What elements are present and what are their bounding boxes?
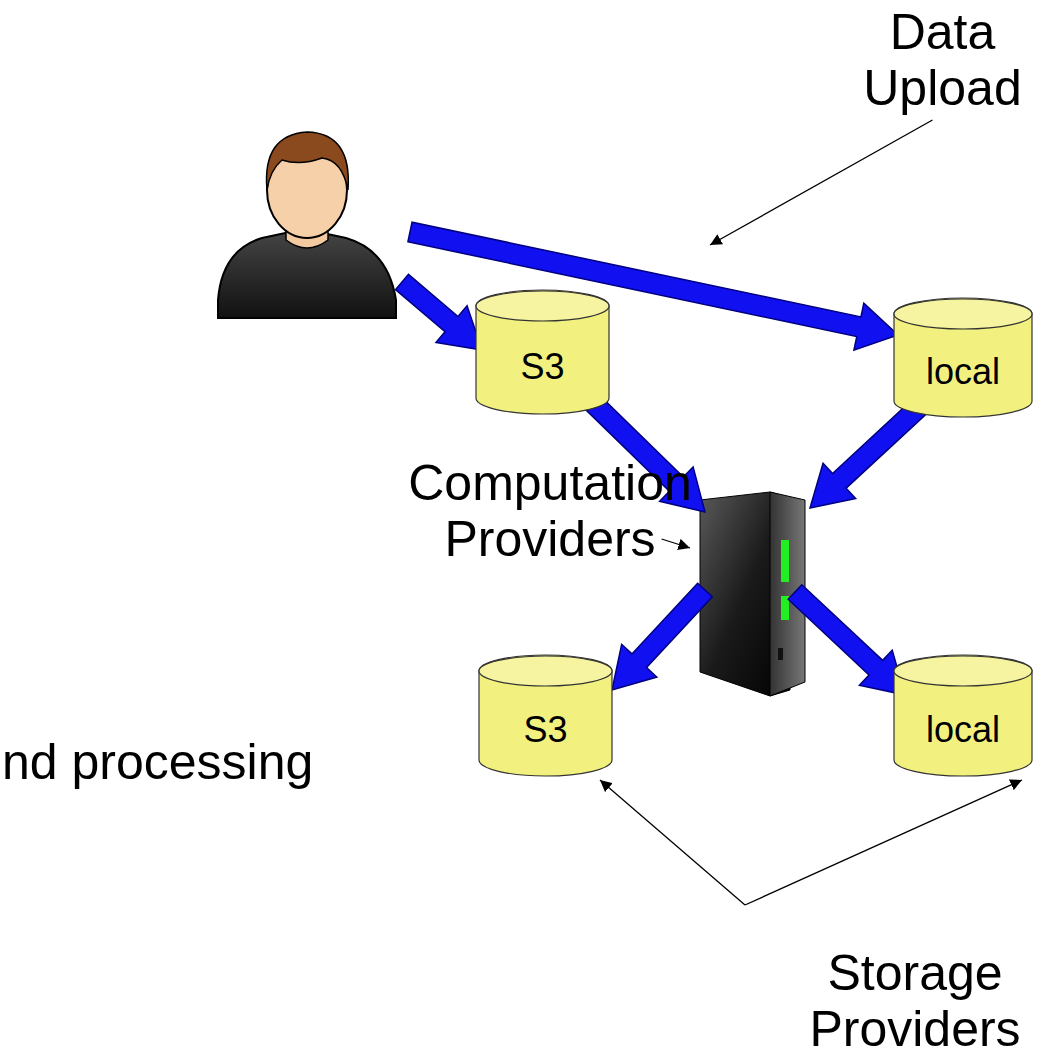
annotation-label: Storage Providers: [809, 945, 1020, 1057]
annotation-label: nd processing: [2, 734, 313, 790]
storage-name: S3: [520, 347, 564, 387]
leader-line: [745, 780, 1022, 905]
storage-cylinder: local: [893, 655, 1033, 777]
flow-arrow: [788, 585, 905, 695]
storage-name: local: [926, 352, 1000, 392]
flow-arrows: [396, 222, 952, 695]
user-icon: [218, 132, 396, 318]
storage-cylinder: local: [893, 298, 1033, 418]
flow-arrow: [396, 274, 482, 350]
storage-cylinder: S3: [475, 290, 610, 415]
storage-cylinder: S3: [478, 655, 613, 777]
leader-line: [600, 780, 745, 905]
storage-name: local: [926, 710, 1000, 750]
annotation-label: Data Upload: [863, 4, 1021, 116]
flow-arrow: [612, 583, 712, 690]
server-icon: [700, 492, 805, 696]
leader-line: [710, 120, 932, 245]
leader-lines: [600, 120, 1022, 905]
storage-name: S3: [523, 710, 567, 750]
annotation-label: Computation Providers: [408, 455, 692, 567]
leader-line: [662, 539, 690, 548]
